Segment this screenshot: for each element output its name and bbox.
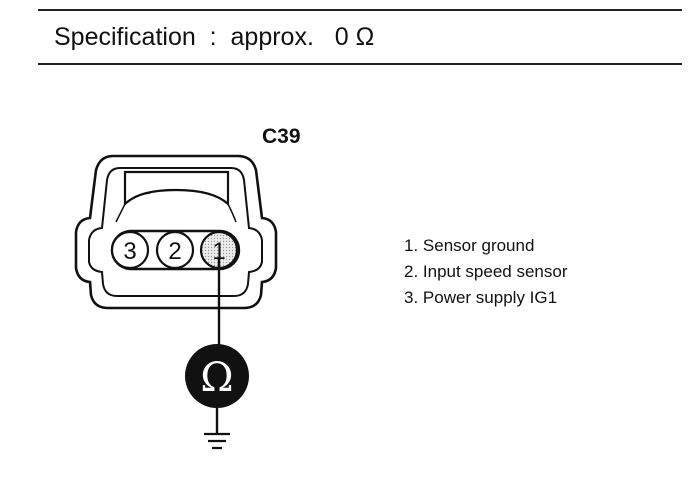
specification-line: Specification : approx. 0 Ω [54, 20, 374, 54]
connector-housing [74, 154, 278, 310]
ohmmeter-circle [185, 344, 249, 408]
top-rule [38, 9, 682, 11]
ground-icon [204, 432, 230, 450]
pin-2-label: 2 [168, 238, 181, 265]
pin-2: 2 [155, 230, 195, 270]
specification-separator: : [209, 23, 217, 51]
pin-1-label: 1 [212, 238, 225, 265]
specification-value: approx. 0 Ω [230, 23, 375, 51]
pin-3-label: 3 [123, 238, 136, 265]
ohmmeter: Ω [185, 344, 249, 408]
pin-legend: 1. Sensor ground 2. Input speed sensor 3… [404, 233, 568, 311]
bottom-rule [38, 63, 682, 65]
legend-item-2: 2. Input speed sensor [404, 262, 568, 281]
pin-3-circle [110, 230, 150, 270]
pin-2-circle [155, 230, 195, 270]
ohm-icon: Ω [200, 355, 233, 401]
connector-name: C39 [262, 125, 301, 148]
legend-item-1: 1. Sensor ground [404, 236, 535, 255]
specification-label: Specification [54, 23, 196, 51]
legend-item-3: 3. Power supply IG1 [404, 288, 558, 307]
pin-3: 3 [110, 230, 150, 270]
